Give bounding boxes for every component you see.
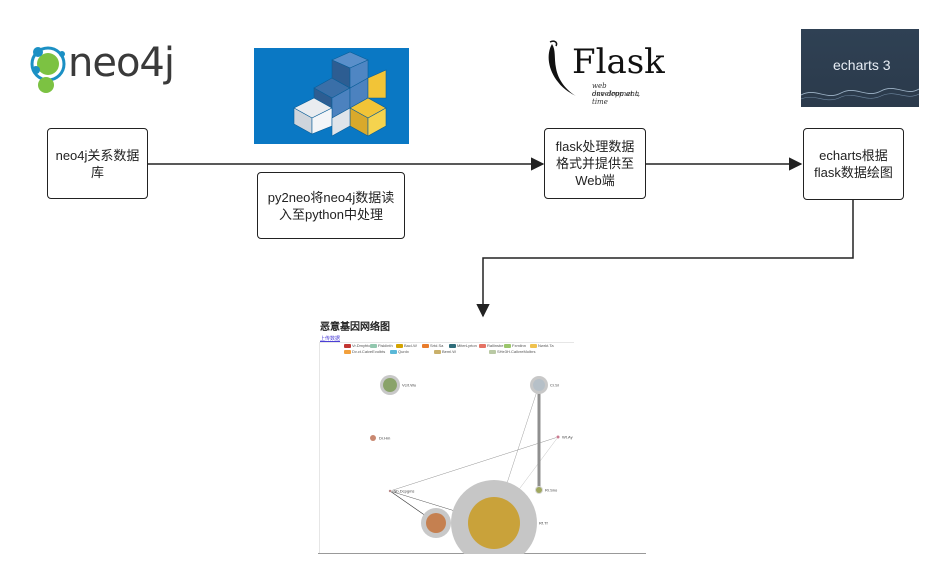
legend-label: Vr.Dmyfricker [352,343,376,348]
neo4j-database-label: neo4j关系数据库 [55,147,140,180]
legend-item[interactable]: Beml.W [434,349,456,354]
legend-swatch [344,349,351,354]
graph-node[interactable]: Dr.Hm [369,434,391,442]
echarts-wordmark: echarts 3 [833,57,891,73]
graph-node-core [536,487,542,493]
python-logo-icon [293,51,387,137]
graph-node-core [426,513,446,533]
legend-swatch [422,343,429,348]
graph-node-core [370,435,376,441]
legend-label: MiterLyrton [457,343,477,348]
graph-node-core [383,378,397,392]
graph-node[interactable]: Nb.Dcpgms [388,489,415,494]
legend-item[interactable]: Qurdx [390,349,409,354]
legend-label: Srtd.Sa [430,343,444,348]
neo4j-database-box: neo4j关系数据库 [47,128,148,199]
legend-label: Fisklinth [378,343,393,348]
neo4j-logo: neo4j [28,40,175,100]
flask-horn-icon [548,40,576,96]
graph-node-core [388,489,392,493]
graph-node-label: Vcrt.Wu [402,383,416,388]
legend-swatch [479,343,486,348]
legend-item[interactable]: Dv.ct.CalveEvolbts [344,349,385,354]
flask-wordmark: Flask [572,42,665,82]
graph-node-label: Wt.Ay [562,435,573,440]
legend-label: Qurdx [398,349,409,354]
legend-item[interactable]: Nwrkt.Ta [530,343,554,348]
legend-swatch [530,343,537,348]
legend-item[interactable]: MiterLyrton [449,343,477,348]
legend-label: Rallinsbe [487,343,504,348]
legend-swatch [434,349,441,354]
legend-label: Nwrkt.Ta [538,343,554,348]
flask-logo: Flask web development, one drop at a tim… [544,38,665,106]
legend-swatch [396,343,403,348]
legend-item[interactable]: Rallinsbe [479,343,503,348]
graph-node-label: Rr.Sno [545,488,558,493]
python-logo [254,48,409,144]
graph-node[interactable]: Wt.Ay [556,435,573,440]
neo4j-wordmark: neo4j [68,40,175,86]
legend-item[interactable]: Srtd.Sa [422,343,443,348]
legend-swatch [489,349,496,354]
legend-item[interactable]: Fisklinth [370,343,393,348]
graph-node[interactable]: Rf.Tf [451,480,549,554]
graph-node-core [533,379,545,391]
legend-swatch [344,343,351,348]
legend-swatch [390,349,397,354]
legend-swatch [449,343,456,348]
graph-node[interactable]: Rr.Sno [535,486,558,494]
legend-item[interactable]: Vr.Dmyfricker [344,343,376,348]
graph-node-label: Dr.Hm [379,436,391,441]
graph-node-core [468,497,520,549]
graph-node-core [556,435,560,439]
legend-label: SHe3H.CallvreMolbrs [497,349,536,354]
legend-swatch [504,343,511,348]
py2neo-label: py2neo将neo4j数据读入至python中处理 [267,189,395,222]
graph-node-label: Rf.Tf [539,521,549,526]
echarts-logo: echarts 3 [801,29,919,107]
legend-item[interactable]: Bacl-W [396,343,417,348]
echarts-wave-icon [801,88,919,101]
flask-process-label: flask处理数据格式并提供至Web端 [555,139,635,188]
graph-edge [389,436,559,492]
echarts-draw-label: echarts根据flask数据绘图 [814,148,893,180]
graph-node[interactable]: Vcrt.Wu [380,375,416,395]
network-graph: Vcrt.WuCr.SlDr.HmWt.AyRr.SnoNb.DcpgmsSs.… [369,375,573,554]
graph-area [319,342,574,554]
legend-item[interactable]: SHe3H.CallvreMolbrs [489,349,535,354]
py2neo-box: py2neo将neo4j数据读入至python中处理 [257,172,405,239]
legend-item[interactable]: Fxmlinn [504,343,526,348]
neo4j-graph-icon [30,46,66,93]
flask-tagline-2: one drop at a time [592,90,640,106]
graph-node-label: Nb.Dcpgms [394,489,415,494]
arrow-echarts-to-result [476,200,854,318]
legend-label: Beml.W [442,349,456,354]
flask-process-box: flask处理数据格式并提供至Web端 [544,128,646,199]
network-title: 恶意基因网络图 [320,322,390,333]
legend-swatch [370,343,377,348]
flask-tagline-1: web development, [592,82,640,98]
legend-label: Bacl-W [404,343,417,348]
legend-label: Fxmlinn [512,343,527,348]
graph-node[interactable]: Cr.Sl [530,376,559,394]
graph-node-label: Cr.Sl [550,383,559,388]
echarts-draw-box: echarts根据flask数据绘图 [803,128,904,200]
upload-data-link[interactable]: 上传数据 [320,336,341,342]
legend-label: Dv.ct.CalveEvolbts [352,349,386,354]
